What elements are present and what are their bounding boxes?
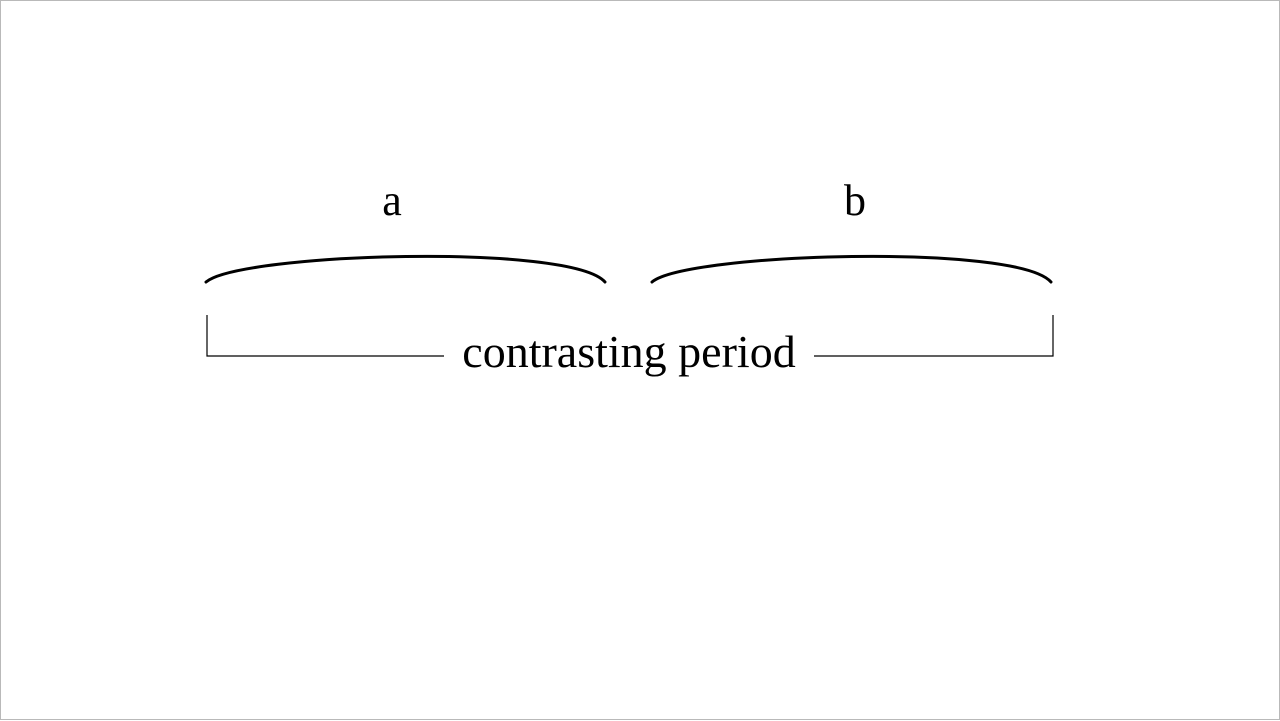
period-bracket-left	[206, 315, 444, 357]
phrase-b-label: b	[844, 176, 866, 225]
phrase-a-slur	[204, 254, 607, 284]
period-label: contrasting period	[462, 326, 795, 377]
phrase-b-slur	[650, 254, 1053, 284]
phrase-a-label: a	[382, 176, 402, 225]
period-bracket-right	[814, 315, 1054, 357]
